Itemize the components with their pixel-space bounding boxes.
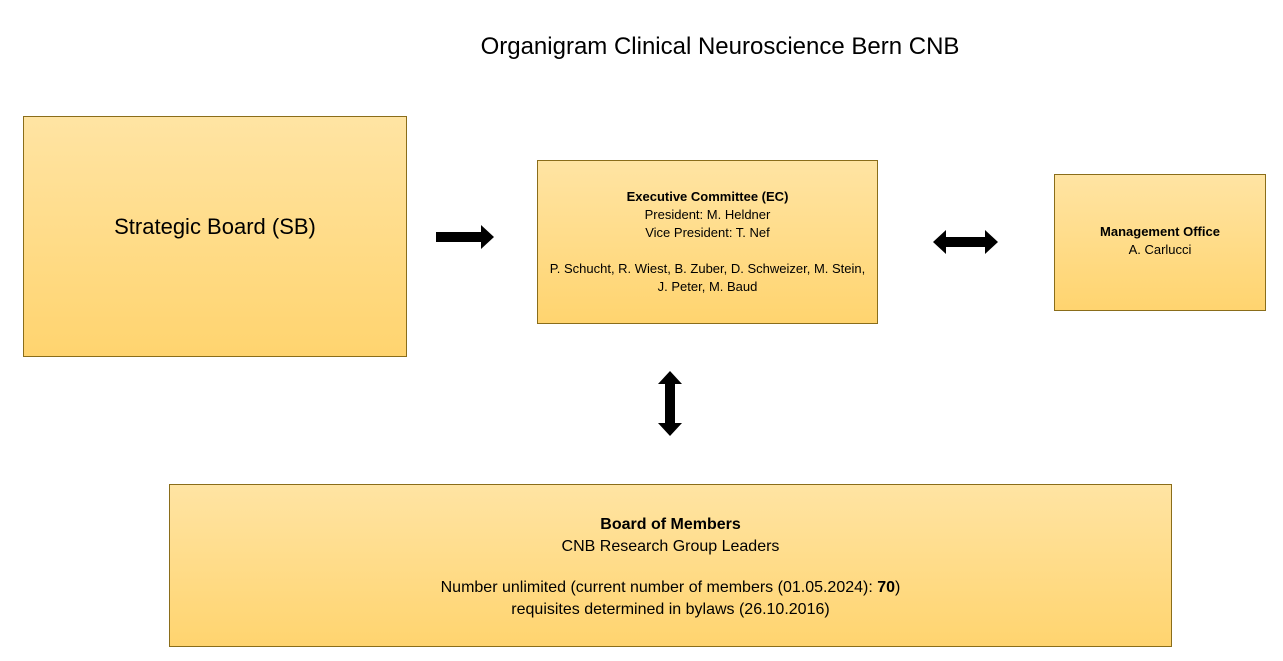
board-of-members-count: Number unlimited (current number of memb…	[441, 577, 901, 599]
double-headed-vertical-arrow-icon	[658, 371, 682, 436]
executive-committee-members-line1: P. Schucht, R. Wiest, B. Zuber, D. Schwe…	[549, 261, 866, 276]
right-arrow-icon	[436, 225, 494, 249]
board-of-members-box: Board of Members CNB Research Group Lead…	[169, 484, 1172, 647]
management-office-box: Management Office A. Carlucci	[1054, 174, 1266, 311]
executive-committee-heading: Executive Committee (EC)	[626, 189, 789, 204]
strategic-board-label: Strategic Board (SB)	[114, 214, 316, 239]
page-title: Organigram Clinical Neuroscience Bern CN…	[480, 33, 960, 60]
management-office-heading: Management Office	[1100, 224, 1220, 239]
board-of-members-subheading: CNB Research Group Leaders	[561, 538, 780, 555]
board-of-members-count-value: 70	[877, 579, 896, 596]
strategic-board-box: Strategic Board (SB)	[23, 116, 407, 357]
executive-committee-president: President: M. Heldner	[644, 207, 771, 222]
executive-committee-vice-president: Vice President: T. Nef	[645, 225, 770, 240]
board-of-members-heading: Board of Members	[600, 516, 741, 533]
board-of-members-requisites: requisites determined in bylaws (26.10.2…	[511, 601, 830, 618]
executive-committee-box: Executive Committee (EC) President: M. H…	[537, 160, 878, 324]
board-of-members-count-suffix: )	[895, 579, 901, 596]
executive-committee-members-line2: J. Peter, M. Baud	[657, 279, 758, 294]
management-office-person: A. Carlucci	[1128, 242, 1192, 257]
double-headed-horizontal-arrow-icon	[933, 230, 998, 254]
board-of-members-count-prefix: Number unlimited (current number of memb…	[440, 579, 878, 596]
